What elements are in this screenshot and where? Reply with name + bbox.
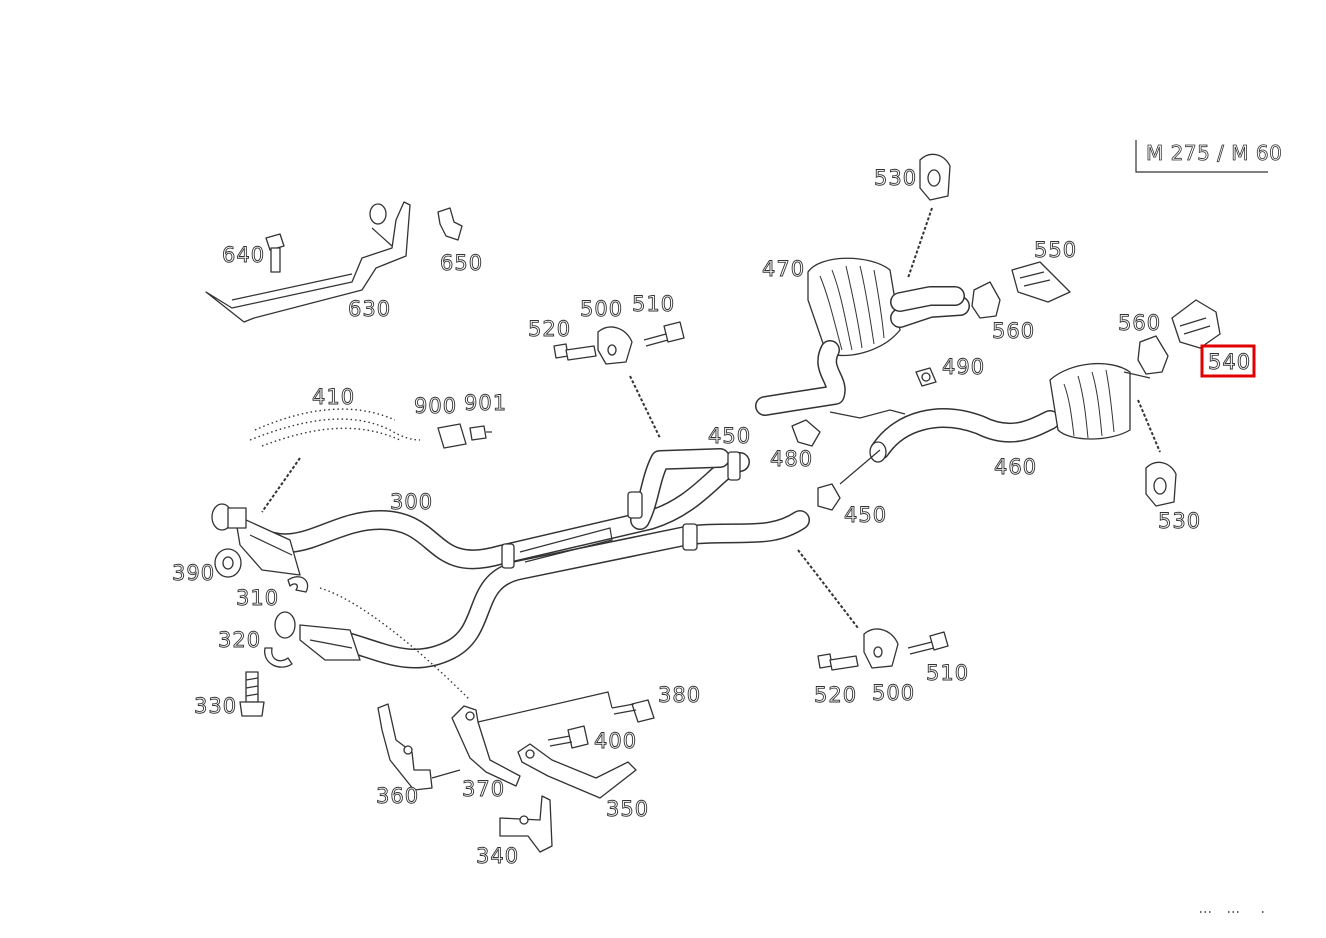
hanger-530-upper bbox=[919, 153, 951, 201]
leader-500-lower bbox=[797, 549, 859, 629]
label-330: 330 bbox=[194, 694, 237, 718]
clamp-450-lower bbox=[817, 483, 841, 511]
nut-490 bbox=[915, 367, 937, 387]
bolt-510-upper bbox=[643, 321, 685, 347]
label-460: 460 bbox=[994, 455, 1037, 479]
leader-530-lower bbox=[1137, 399, 1161, 453]
bolts-520-lower bbox=[817, 653, 859, 671]
clip-650 bbox=[437, 207, 463, 241]
label-650: 650 bbox=[440, 251, 483, 275]
lower-catalytic-converter bbox=[274, 611, 361, 661]
label-410: 410 bbox=[312, 385, 355, 409]
sensor-900 bbox=[437, 423, 467, 449]
label-520-lower: 520 bbox=[814, 683, 857, 707]
engine-badge: M 275 / M 60 bbox=[1135, 140, 1282, 173]
leader-530-upper bbox=[907, 207, 933, 279]
label-500-upper: 500 bbox=[580, 297, 623, 321]
label-560-upper: 560 bbox=[1118, 311, 1161, 335]
label-900: 900 bbox=[414, 394, 457, 418]
plug-901 bbox=[469, 425, 492, 441]
leader-500-upper bbox=[629, 375, 661, 439]
label-450-upper: 450 bbox=[708, 424, 751, 448]
clamp-310 bbox=[287, 576, 309, 593]
label-540[interactable]: 540 bbox=[1208, 350, 1251, 375]
leader-410 bbox=[261, 457, 301, 513]
rear-pipe-460 bbox=[869, 408, 1060, 463]
bolts-520-upper bbox=[553, 343, 597, 361]
label-490: 490 bbox=[942, 355, 985, 379]
part-labels: 300 310 320 330 340 350 360 370 380 390 … bbox=[172, 166, 1251, 869]
rear-muffler bbox=[1049, 362, 1151, 440]
label-530-lower: 530 bbox=[1158, 509, 1201, 533]
label-450-lower: 450 bbox=[844, 503, 887, 527]
bolt-640 bbox=[265, 233, 285, 273]
label-320: 320 bbox=[218, 628, 261, 652]
label-310: 310 bbox=[236, 586, 279, 610]
mount-500-upper bbox=[597, 326, 633, 365]
bracket-480 bbox=[791, 409, 906, 447]
bolt-380 bbox=[611, 699, 655, 723]
label-901: 901 bbox=[464, 391, 507, 415]
label-480: 480 bbox=[770, 447, 813, 471]
clamp-560-upper bbox=[971, 281, 1001, 319]
link-360-370 bbox=[431, 769, 461, 779]
heat-shield-410 bbox=[249, 408, 421, 447]
label-390: 390 bbox=[172, 561, 215, 585]
label-560-lower: 560 bbox=[992, 319, 1035, 343]
bracket-370 bbox=[451, 705, 521, 787]
label-510-lower: 510 bbox=[926, 661, 969, 685]
label-550: 550 bbox=[1034, 238, 1077, 262]
clamp-560-lower bbox=[1137, 335, 1169, 375]
link-380 bbox=[477, 691, 613, 723]
label-530-upper: 530 bbox=[874, 166, 917, 190]
label-400: 400 bbox=[594, 729, 637, 753]
label-520-upper: 520 bbox=[528, 317, 571, 341]
label-630: 630 bbox=[348, 297, 391, 321]
bolt-510-lower bbox=[907, 631, 949, 655]
hanger-530-lower bbox=[1145, 461, 1177, 507]
bracket-350 bbox=[517, 743, 637, 799]
label-300: 300 bbox=[390, 490, 433, 514]
mount-500-lower bbox=[863, 628, 899, 669]
bolt-330 bbox=[239, 671, 265, 717]
label-360: 360 bbox=[376, 784, 419, 808]
label-340: 340 bbox=[476, 844, 519, 868]
clamp-320 bbox=[264, 647, 293, 668]
bracket-340 bbox=[499, 795, 553, 853]
bracket-630 bbox=[205, 201, 411, 323]
tailpipe-tip-550 bbox=[1011, 261, 1071, 303]
bolt-400 bbox=[547, 725, 589, 749]
engine-badge-text: M 275 / M 60 bbox=[1146, 141, 1282, 165]
upper-catalytic-converter bbox=[211, 503, 301, 576]
label-380: 380 bbox=[658, 683, 701, 707]
front-muffler-470 bbox=[755, 257, 970, 416]
washer-390 bbox=[214, 548, 242, 578]
label-500-lower: 500 bbox=[872, 681, 915, 705]
label-370: 370 bbox=[462, 777, 505, 801]
dotted-guide-lower bbox=[319, 587, 471, 701]
label-470: 470 bbox=[762, 257, 805, 281]
tailpipe-tip-540 bbox=[1171, 299, 1221, 349]
bracket-360 bbox=[377, 703, 433, 791]
label-640: 640 bbox=[222, 243, 265, 267]
link-450-lower bbox=[839, 449, 881, 485]
highlight-box-540 bbox=[1200, 344, 1256, 378]
label-350: 350 bbox=[606, 797, 649, 821]
label-510-upper: 510 bbox=[632, 292, 675, 316]
front-pipe-assembly-300 bbox=[245, 448, 810, 669]
